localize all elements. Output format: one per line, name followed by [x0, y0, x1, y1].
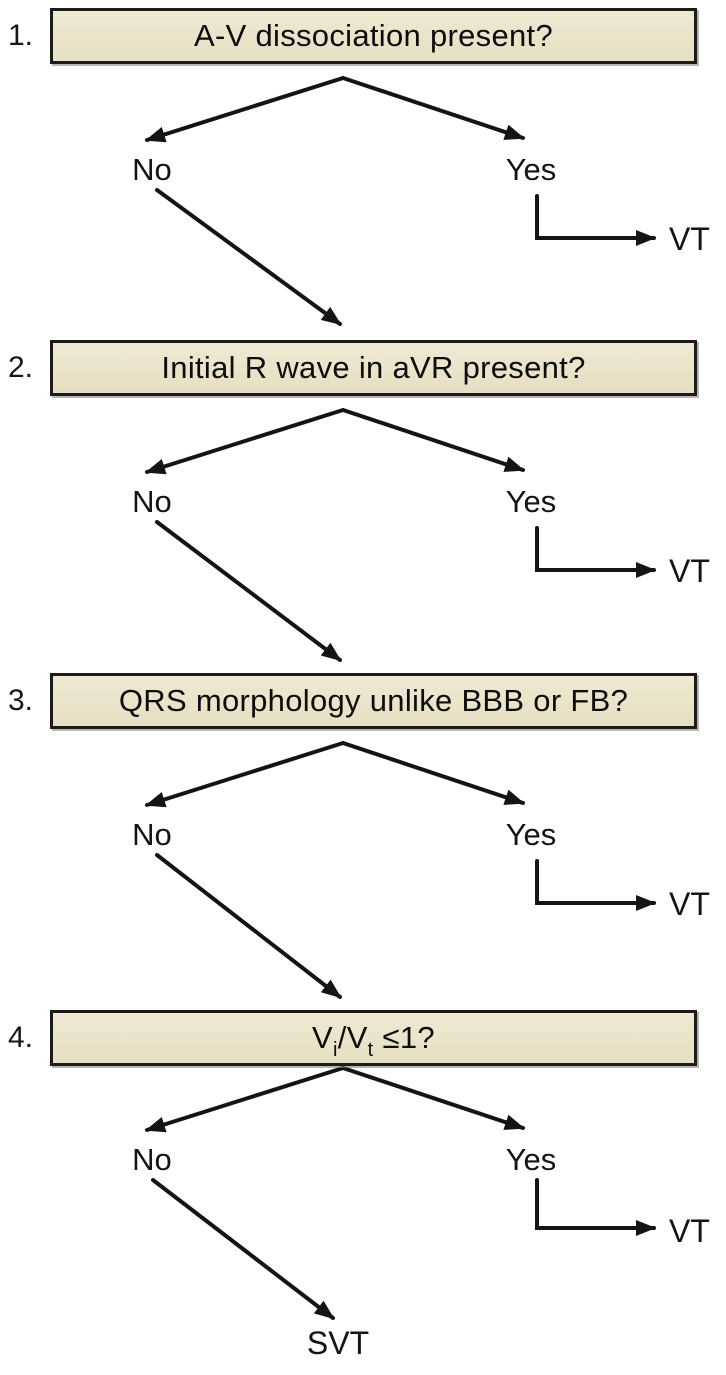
- step-1-no-label: No: [132, 152, 172, 187]
- step-4-number: 4.: [8, 1021, 34, 1054]
- step3-no-continue-arrow: [155, 853, 342, 999]
- step4-branch-yes-arrow: [341, 1066, 525, 1130]
- step-2-vt-result: VT: [669, 553, 710, 589]
- step-3-no-label: No: [132, 817, 172, 852]
- step1-branch-yes-arrow: [341, 76, 525, 140]
- step1-branch-no-arrow: [145, 76, 345, 143]
- step1-no-continue-arrow: [155, 188, 342, 326]
- step2-branch-no-arrow: [145, 408, 345, 475]
- step2-yes-elbow-arrow: [535, 526, 656, 578]
- step-1-question-box: A-V dissociation present?: [50, 8, 697, 64]
- step2-branch-yes-arrow: [341, 408, 525, 472]
- step-3-question-box: QRS morphology unlike BBB or FB?: [50, 673, 697, 729]
- step-2-number: 2.: [8, 351, 34, 384]
- step4-no-result-arrow: [151, 1178, 335, 1320]
- step3-branch-yes-arrow: [341, 741, 525, 805]
- step-2: 2. Initial R wave in aVR present? No Yes…: [0, 340, 726, 673]
- step-4-no-label: No: [132, 1142, 172, 1177]
- step-2-yes-label: Yes: [505, 484, 557, 519]
- step-4-svt-result: SVT: [306, 1325, 370, 1361]
- step-4-question-v2: /V: [337, 1020, 368, 1055]
- step-4-vt-result: VT: [669, 1213, 710, 1249]
- step-1-yes-label: Yes: [505, 152, 557, 187]
- step-2-question-box: Initial R wave in aVR present?: [50, 340, 697, 396]
- step-2-question-text: Initial R wave in aVR present?: [161, 350, 586, 385]
- step-4-question-v1: V: [312, 1020, 334, 1055]
- step-3-number: 3.: [8, 684, 34, 717]
- step-1-vt-result: VT: [669, 221, 710, 257]
- step-4-question-sub-t: t: [367, 1039, 374, 1061]
- step-3-question-text: QRS morphology unlike BBB or FB?: [118, 683, 629, 718]
- step-1-question-text: A-V dissociation present?: [193, 18, 554, 53]
- step1-yes-elbow-arrow: [535, 194, 656, 246]
- step-4-question-sub-i: i: [333, 1039, 338, 1061]
- step-4-question-text: Vi/Vt ≤1?: [312, 1020, 435, 1060]
- step-3-vt-result: VT: [669, 886, 710, 922]
- step-1: 1. A-V dissociation present? No Yes VT: [0, 8, 726, 340]
- step4-branch-no-arrow: [145, 1066, 345, 1133]
- step4-yes-elbow-arrow: [535, 1178, 656, 1236]
- step-4: 4. Vi/Vt ≤1? No Yes VT SVT: [0, 1010, 726, 1375]
- step-1-number: 1.: [8, 19, 34, 52]
- step3-branch-no-arrow: [145, 741, 345, 808]
- step-4-question-tail: ≤1?: [382, 1020, 435, 1055]
- step3-yes-elbow-arrow: [535, 859, 656, 911]
- step-3: 3. QRS morphology unlike BBB or FB? No Y…: [0, 673, 726, 1010]
- step-4-yes-label: Yes: [505, 1142, 557, 1177]
- step-2-no-label: No: [132, 484, 172, 519]
- step-3-yes-label: Yes: [505, 817, 557, 852]
- step-4-question-box: Vi/Vt ≤1?: [50, 1010, 697, 1066]
- step2-no-continue-arrow: [155, 520, 342, 662]
